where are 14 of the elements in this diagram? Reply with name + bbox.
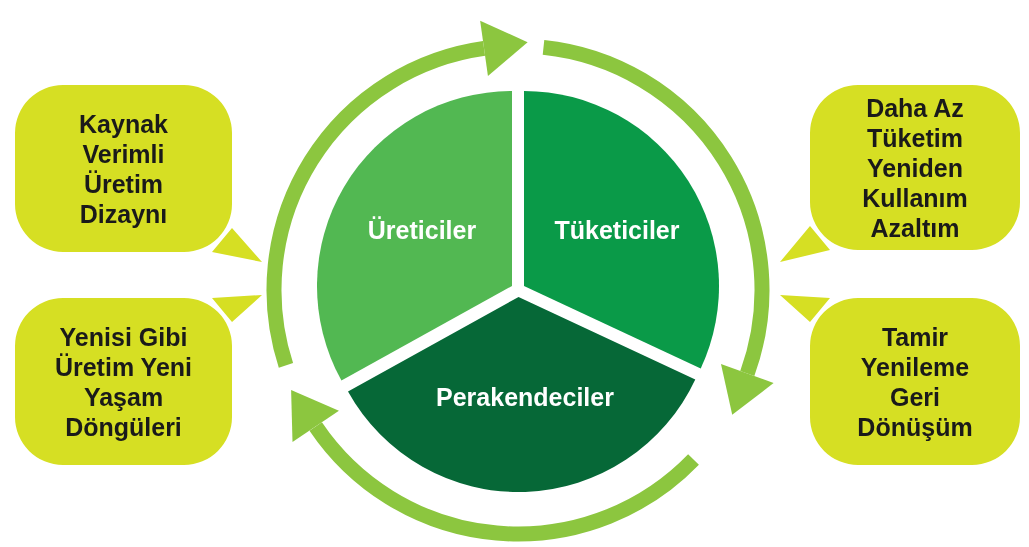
bubble-text: Yenisi Gibi Üretim Yeni Yaşam Döngüleri [53, 321, 194, 442]
speech-bubble [780, 295, 1020, 465]
segment-label: Tüketiciler [554, 215, 680, 245]
bubble-text: Kaynak Verimli Üretim Dizaynı [78, 108, 169, 229]
bubble-text: Daha Az Tüketim Yeniden Kullanım Azaltım [861, 92, 969, 243]
pie-segment [523, 91, 719, 369]
segment-label: Üreticiler [367, 215, 477, 245]
segment-label: Perakendeciler [436, 382, 614, 412]
speech-bubble [15, 295, 262, 465]
speech-bubble [15, 85, 262, 262]
bubble-text: Tamir Yenileme Geri Dönüşüm [856, 321, 974, 442]
pie-segment [347, 297, 695, 492]
pie-segment [316, 91, 512, 381]
speech-bubble [780, 85, 1020, 262]
